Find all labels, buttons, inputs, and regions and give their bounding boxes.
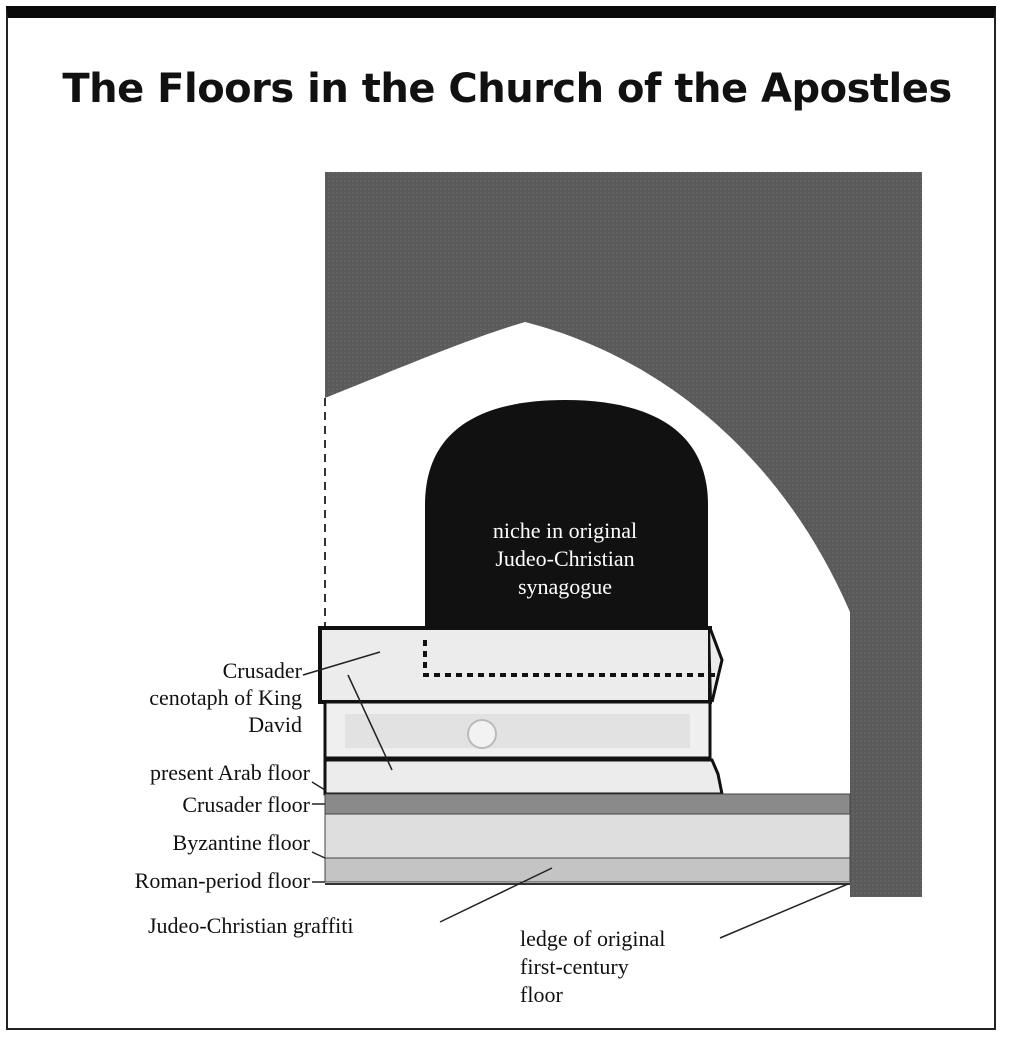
cenotaph-label-1: Crusader <box>223 658 303 683</box>
cenotaph-panel <box>345 714 690 748</box>
ledge-label-2: first-century <box>520 954 629 979</box>
niche <box>425 400 708 700</box>
ledge-label-3: floor <box>520 982 563 1007</box>
leader-arab <box>311 781 326 791</box>
leader-graffiti <box>439 867 553 923</box>
roman-floor-layer <box>324 857 851 883</box>
crusader-floor-layer <box>324 793 851 815</box>
cenotaph-label-2: cenotaph of King <box>149 685 302 710</box>
niche-label-2: Judeo-Christian <box>495 546 634 571</box>
crusader-floor-label: Crusader floor <box>182 792 310 817</box>
leader-lines <box>302 651 849 939</box>
cenotaph-top <box>318 626 712 704</box>
leader-crusader-bottom <box>347 674 393 771</box>
roman-floor-label: Roman-period floor <box>135 868 311 893</box>
cenotaph-medallion <box>467 719 497 749</box>
ledge-label-1: ledge of original <box>520 926 665 951</box>
arab-floor-label: present Arab floor <box>150 760 311 785</box>
cenotaph-top-edge <box>708 627 724 703</box>
leader-ledge <box>719 883 849 939</box>
niche-label-1: niche in original <box>493 518 637 543</box>
cenotaph-label-3: David <box>248 712 302 737</box>
cenotaph-base <box>323 758 724 796</box>
cenotaph-dotted-line <box>423 640 720 677</box>
niche-label-3: synagogue <box>518 574 612 599</box>
diagram-title: The Floors in the Church of the Apostles <box>62 66 952 112</box>
leader-byzantine <box>311 851 326 859</box>
byzantine-floor-label: Byzantine floor <box>173 830 311 855</box>
leader-crusader-top <box>302 651 381 676</box>
byzantine-floor-layer <box>324 813 851 859</box>
graffiti-label: Judeo-Christian graffiti <box>148 913 354 938</box>
